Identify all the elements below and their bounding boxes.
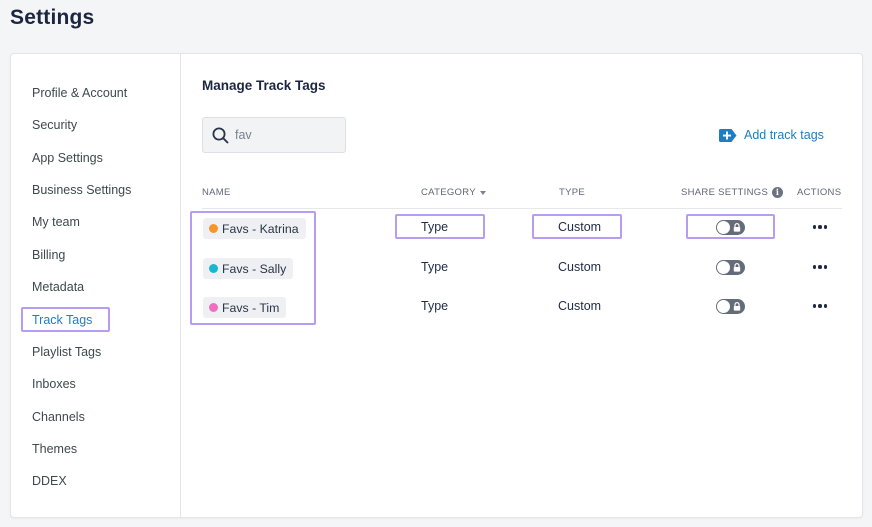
sort-caret-icon [479,190,486,195]
column-header-name-label: NAME [202,187,231,198]
type-cell: Custom [558,220,602,234]
tag-name: Favs - Katrina [222,221,299,236]
row-actions-menu-icon[interactable] [811,301,829,311]
sidebar-item-channels[interactable]: Channels [32,410,85,424]
search-field[interactable] [202,117,346,153]
column-header-actions-label: ACTIONS [797,187,842,198]
info-icon[interactable]: i [772,187,784,198]
settings-card: Profile & Account Security App Settings … [10,53,863,518]
sidebar-item-themes[interactable]: Themes [32,442,78,456]
category-cell: Type [421,299,449,313]
lock-icon [733,223,741,232]
sidebar-item-billing[interactable]: Billing [32,248,66,262]
search-input[interactable] [235,118,340,152]
column-header-name: NAME [202,187,231,198]
sidebar-item-app-settings[interactable]: App Settings [32,151,103,165]
lock-icon [733,263,741,272]
column-header-share-settings-label: SHARE SETTINGS [681,187,769,198]
sidebar-item-profile-account[interactable]: Profile & Account [32,86,128,100]
add-track-tags-label: Add track tags [744,128,824,142]
column-header-type: TYPE [559,187,585,198]
row-actions-menu-icon[interactable] [811,262,829,272]
tag-color-dot-icon [209,264,218,273]
column-header-category-label: CATEGORY [421,187,476,198]
toggle-knob [717,221,730,234]
sidebar-item-inboxes[interactable]: Inboxes [32,377,76,391]
column-header-category[interactable]: CATEGORY [421,187,486,198]
tag-color-dot-icon [209,303,218,312]
sidebar-item-metadata[interactable]: Metadata [32,280,85,294]
sidebar-item-track-tags[interactable]: Track Tags [32,313,93,327]
track-tags-panel: Manage Track Tags Add track tags NAME CA… [182,54,862,517]
column-header-type-label: TYPE [559,187,586,198]
sidebar-item-security[interactable]: Security [32,118,78,132]
category-cell: Type [421,220,449,234]
search-icon [212,127,229,144]
share-settings-toggle[interactable] [716,220,745,235]
add-tag-icon [719,128,737,142]
tag-chip[interactable]: Favs - Sally [203,258,294,279]
column-header-share-settings: SHARE SETTINGS i [681,187,784,198]
add-track-tags-button[interactable]: Add track tags [719,128,824,142]
settings-sidebar: Profile & Account Security App Settings … [11,54,181,517]
toggle-knob [717,300,730,313]
type-cell: Custom [558,299,602,313]
category-cell: Type [421,260,449,274]
tag-chip[interactable]: Favs - Katrina [203,218,306,239]
toggle-knob [717,261,730,274]
column-header-actions: ACTIONS [797,187,841,198]
tag-name: Favs - Tim [222,300,280,315]
sidebar-item-business-settings[interactable]: Business Settings [32,183,132,197]
share-settings-toggle[interactable] [716,260,745,275]
sidebar-item-playlist-tags[interactable]: Playlist Tags [32,345,102,359]
tag-chip[interactable]: Favs - Tim [203,297,287,318]
header-divider [202,208,842,209]
page-title: Settings [10,6,95,29]
lock-icon [733,302,741,311]
share-settings-toggle[interactable] [716,299,745,314]
row-actions-menu-icon[interactable] [811,222,829,232]
type-cell: Custom [558,260,602,274]
sidebar-item-my-team[interactable]: My team [32,215,80,229]
section-title: Manage Track Tags [202,78,326,93]
tag-name: Favs - Sally [222,261,287,276]
tag-color-dot-icon [209,224,218,233]
sidebar-item-ddex[interactable]: DDEX [32,474,67,488]
